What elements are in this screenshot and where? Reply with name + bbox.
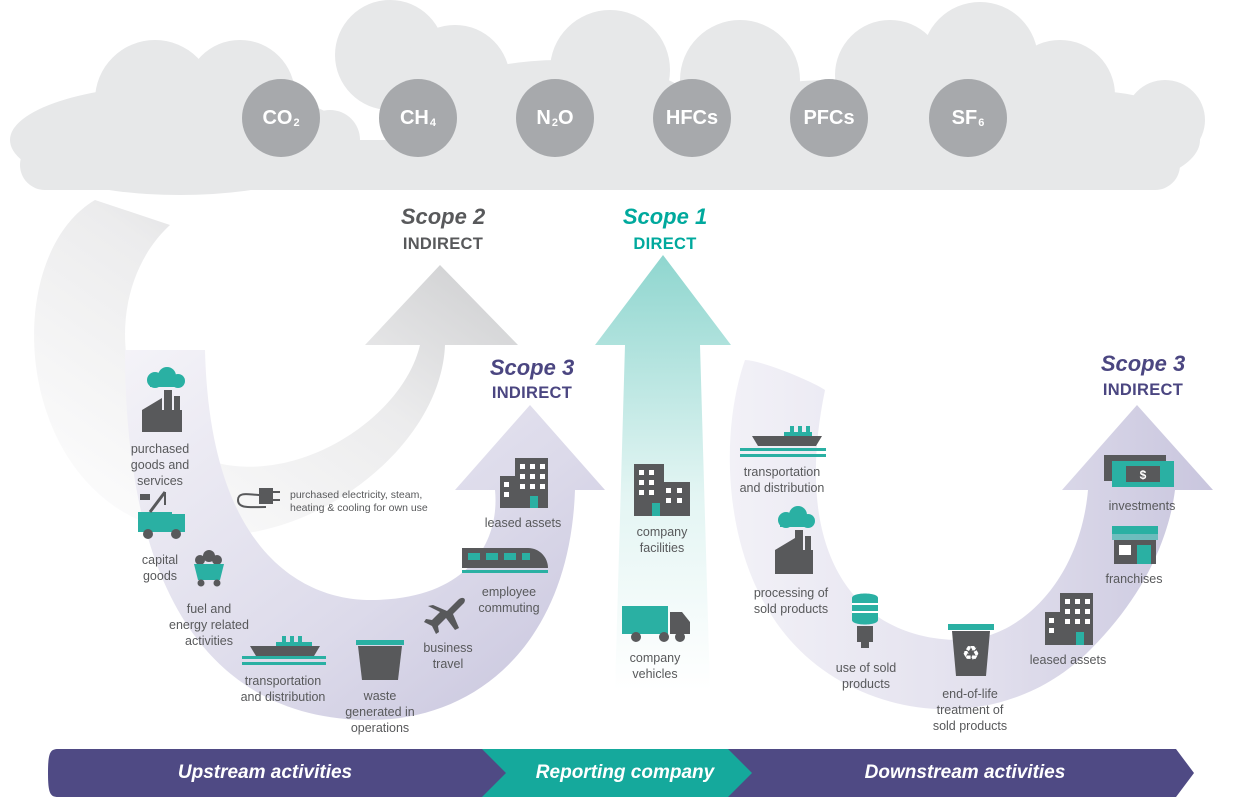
building-icon [500, 458, 548, 508]
scope2-kind: INDIRECT [402, 235, 484, 253]
gas-label: HFCs [665, 106, 719, 129]
scope3-downstream-title: Scope 3 [1100, 351, 1186, 376]
ship-icon [242, 636, 326, 665]
gas-pfcs: PFCs [790, 79, 868, 157]
gas-label: CH [399, 106, 429, 129]
reporting-company-label: Reporting company [535, 762, 715, 783]
scope3-downstream-kind: INDIRECT [1102, 381, 1184, 399]
svg-text:♻: ♻ [962, 641, 980, 665]
label-waste: waste generated in operations [345, 689, 415, 735]
crane-truck-icon [138, 491, 185, 539]
plug-icon [236, 488, 280, 509]
label-end-of-life: end-of-life treatment of sold products [932, 687, 1008, 733]
label-business-travel: business travel [423, 641, 473, 671]
label-company-facilities: company facilities [636, 525, 688, 555]
scope2-title: Scope 2 [400, 204, 486, 229]
scope3-upstream-arrow [125, 350, 605, 720]
upstream-label: Upstream activities [177, 762, 353, 783]
gas-subscript: 2 [551, 117, 558, 129]
scope1-kind: DIRECT [633, 235, 697, 253]
building-icon [1045, 593, 1093, 645]
storefront-icon [1112, 526, 1158, 564]
dumpster-icon [356, 640, 404, 680]
downstream-label: Downstream activities [864, 762, 1066, 783]
label-purchased-goods: purchased goods and services [130, 442, 190, 488]
label-upstream-transportation: transportation and distribution [240, 674, 326, 704]
label-use-of-sold-products: use of sold products [835, 661, 897, 691]
label-company-vehicles: company vehicles [629, 651, 681, 681]
label-fuel-energy: fuel and energy related activities [169, 602, 249, 648]
label-franchises: franchises [1105, 572, 1163, 586]
label-downstream-leased-assets: leased assets [1029, 653, 1107, 667]
label-investments: investments [1108, 499, 1176, 513]
gas-subscript: 6 [978, 117, 985, 129]
reporting-band [482, 749, 752, 797]
factory-cloud-icon [142, 367, 185, 432]
factory-cloud-icon [775, 506, 815, 574]
gas-subscript: 4 [429, 117, 436, 129]
gas-label: N [536, 106, 551, 129]
gas-label: PFCs [803, 106, 855, 129]
recycling-bin-icon: ♻ [948, 624, 994, 676]
label-employee-commuting: employee commuting [478, 585, 540, 615]
emission-clouds [10, 0, 1205, 195]
company-building-icon [634, 464, 690, 516]
scope3-upstream-title: Scope 3 [489, 355, 575, 380]
ship-icon [740, 426, 826, 457]
label-downstream-transportation: transportation and distribution [739, 465, 825, 495]
label-processing: processing of sold products [753, 586, 829, 616]
train-icon [462, 548, 548, 573]
gas-hfcs: HFCs [653, 79, 731, 157]
gas-subscript: 2 [293, 117, 300, 129]
truck-icon [622, 606, 690, 642]
light-bulb-icon [852, 593, 878, 648]
label-capital-goods: capital goods [141, 553, 179, 583]
money-icon: $ [1104, 455, 1174, 487]
label-purchased-electricity: purchased electricity, steam, heating & … [290, 489, 428, 514]
label-upstream-leased-assets: leased assets [484, 516, 562, 530]
gas-label-tail: O [558, 106, 574, 129]
gas-label: SF [951, 106, 978, 129]
airplane-icon [424, 597, 465, 634]
scope3-upstream-kind: INDIRECT [491, 384, 573, 402]
coal-cart-icon [194, 550, 224, 587]
scope1-title: Scope 1 [622, 204, 708, 229]
gas-label: CO [262, 106, 293, 129]
svg-text:$: $ [1140, 468, 1147, 482]
